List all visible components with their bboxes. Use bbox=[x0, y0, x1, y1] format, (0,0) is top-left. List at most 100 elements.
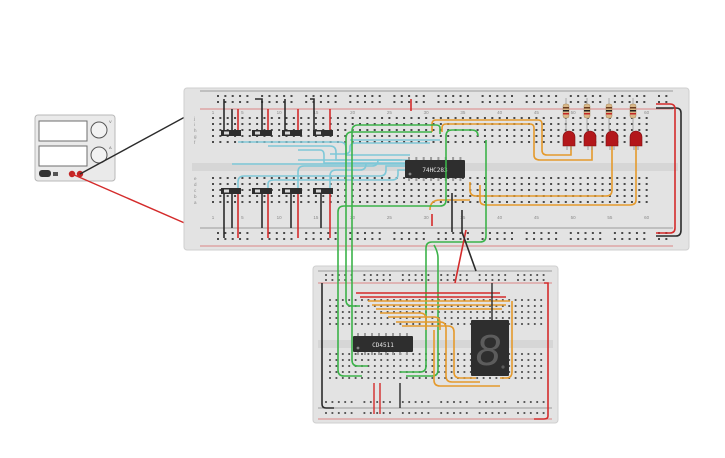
rail-hole bbox=[371, 95, 374, 97]
rail-hole bbox=[577, 95, 580, 97]
rail-hole bbox=[231, 238, 234, 240]
main-board-wires[interactable] bbox=[223, 98, 682, 238]
breadboard-hole bbox=[425, 377, 427, 379]
breadboard-hole bbox=[388, 195, 391, 197]
wire-orange-led1[interactable] bbox=[431, 119, 572, 156]
small-orange-seg-4[interactable] bbox=[500, 301, 513, 379]
led-with-resistor[interactable] bbox=[605, 98, 619, 150]
breadboard-hole bbox=[410, 183, 413, 185]
display-decimal-point bbox=[501, 365, 505, 369]
breadboard-hole bbox=[373, 377, 376, 379]
dip-switch[interactable] bbox=[282, 130, 302, 136]
small-rail-red-right[interactable] bbox=[534, 282, 549, 420]
rail-hole bbox=[529, 412, 532, 414]
rail-hole bbox=[459, 274, 462, 276]
wire-blue-a2[interactable] bbox=[268, 145, 410, 161]
small-red-bottom[interactable] bbox=[373, 383, 381, 414]
small-orange-seg-3[interactable] bbox=[433, 330, 500, 387]
breadboard-hole bbox=[351, 123, 354, 125]
adder-chip[interactable]: 74HC283 bbox=[405, 157, 465, 181]
rail-loop-red[interactable] bbox=[656, 103, 676, 234]
secondary-breadboard bbox=[312, 265, 559, 424]
breadboard-hole bbox=[432, 123, 435, 125]
wire-blue-d[interactable] bbox=[298, 139, 440, 161]
wire-black-ground[interactable] bbox=[461, 231, 477, 272]
wire-blue-b3[interactable] bbox=[297, 159, 402, 188]
breadboard-hole bbox=[425, 135, 428, 137]
decoder-chip[interactable]: CD4511 bbox=[353, 333, 413, 355]
wire-blue-b1[interactable] bbox=[237, 165, 405, 188]
wire-orange-led4[interactable] bbox=[479, 140, 637, 206]
small-orange-seg-2[interactable] bbox=[402, 325, 476, 379]
led-with-resistor[interactable] bbox=[583, 98, 597, 150]
breadboard-hole bbox=[521, 365, 523, 367]
wire-orange-bridge[interactable] bbox=[429, 199, 470, 211]
small-board-wires[interactable] bbox=[321, 282, 549, 420]
breadboard-hole bbox=[373, 135, 376, 137]
rail-hole bbox=[446, 412, 449, 414]
wire-green-4[interactable] bbox=[400, 140, 487, 373]
breadboard-hole bbox=[564, 189, 567, 191]
jumper-black-2[interactable] bbox=[255, 98, 263, 136]
chip-pin bbox=[459, 178, 462, 181]
display-digit: 8 bbox=[476, 326, 501, 375]
breadboard-hole bbox=[234, 201, 237, 203]
dip-switch[interactable] bbox=[221, 130, 241, 136]
breadboard-hole bbox=[270, 195, 273, 197]
breadboard-hole bbox=[638, 177, 641, 179]
led-with-resistor[interactable] bbox=[629, 98, 643, 150]
small-orange-mid[interactable] bbox=[380, 312, 441, 330]
breadboard-hole bbox=[341, 305, 344, 307]
voltage-knob[interactable] bbox=[90, 121, 108, 139]
breadboard-hole bbox=[520, 117, 523, 119]
breadboard-hole bbox=[528, 135, 531, 137]
dip-switch[interactable] bbox=[282, 188, 302, 194]
wire-orange-led2[interactable] bbox=[441, 123, 593, 161]
wire-green-3[interactable] bbox=[337, 129, 479, 377]
rail-hole bbox=[525, 232, 528, 234]
dip-switch[interactable] bbox=[313, 188, 333, 194]
dip-switch-body bbox=[221, 188, 241, 194]
breadboard-hole bbox=[439, 201, 442, 203]
breadboard-hole bbox=[579, 135, 582, 137]
jumper-black-4[interactable] bbox=[310, 98, 315, 136]
power-switch[interactable] bbox=[39, 170, 51, 177]
dip-switch[interactable] bbox=[313, 130, 333, 136]
breadboard-hole bbox=[341, 353, 344, 355]
rail-hole bbox=[503, 95, 506, 97]
breadboard-hole bbox=[645, 123, 648, 125]
wire-blue-b4[interactable] bbox=[329, 163, 367, 188]
breadboard-hole bbox=[495, 377, 498, 379]
wire-orange-led3[interactable] bbox=[469, 140, 613, 197]
wire-blue-b2[interactable] bbox=[267, 169, 405, 188]
power-supply[interactable]: V A bbox=[34, 114, 116, 182]
jumper-black-5[interactable] bbox=[223, 193, 233, 238]
dip-switch[interactable] bbox=[252, 188, 272, 194]
dip-switches[interactable] bbox=[221, 130, 333, 194]
wire-green-2[interactable] bbox=[351, 124, 441, 367]
led-with-resistor[interactable] bbox=[562, 98, 576, 150]
dip-switch[interactable] bbox=[252, 130, 272, 136]
wire-blue-a3[interactable] bbox=[298, 149, 410, 164]
breadboard-hole bbox=[373, 129, 376, 131]
breadboard-hole bbox=[432, 189, 435, 191]
breadboard-hole bbox=[463, 371, 466, 373]
small-orange-top[interactable] bbox=[368, 300, 510, 310]
dip-switch[interactable] bbox=[221, 188, 241, 194]
small-orange-seg-1[interactable] bbox=[396, 321, 480, 383]
column-number: 20 bbox=[350, 110, 356, 115]
breadboard-hole bbox=[630, 195, 633, 197]
small-red-jumpers[interactable] bbox=[356, 292, 506, 298]
breadboard-hole bbox=[447, 189, 450, 191]
rail-hole bbox=[325, 279, 327, 281]
small-rail-black-left[interactable] bbox=[321, 283, 334, 409]
seven-segment-display[interactable]: 8 bbox=[471, 320, 509, 376]
rail-loop-black[interactable] bbox=[656, 107, 682, 237]
wire-green-1[interactable] bbox=[345, 131, 432, 307]
rail-hole bbox=[414, 401, 417, 403]
column-number: 30 bbox=[424, 110, 430, 115]
breadboard-hole bbox=[248, 117, 251, 119]
output-leds[interactable] bbox=[562, 98, 643, 150]
rail-hole bbox=[389, 279, 391, 281]
dip-switch-body bbox=[252, 188, 272, 194]
